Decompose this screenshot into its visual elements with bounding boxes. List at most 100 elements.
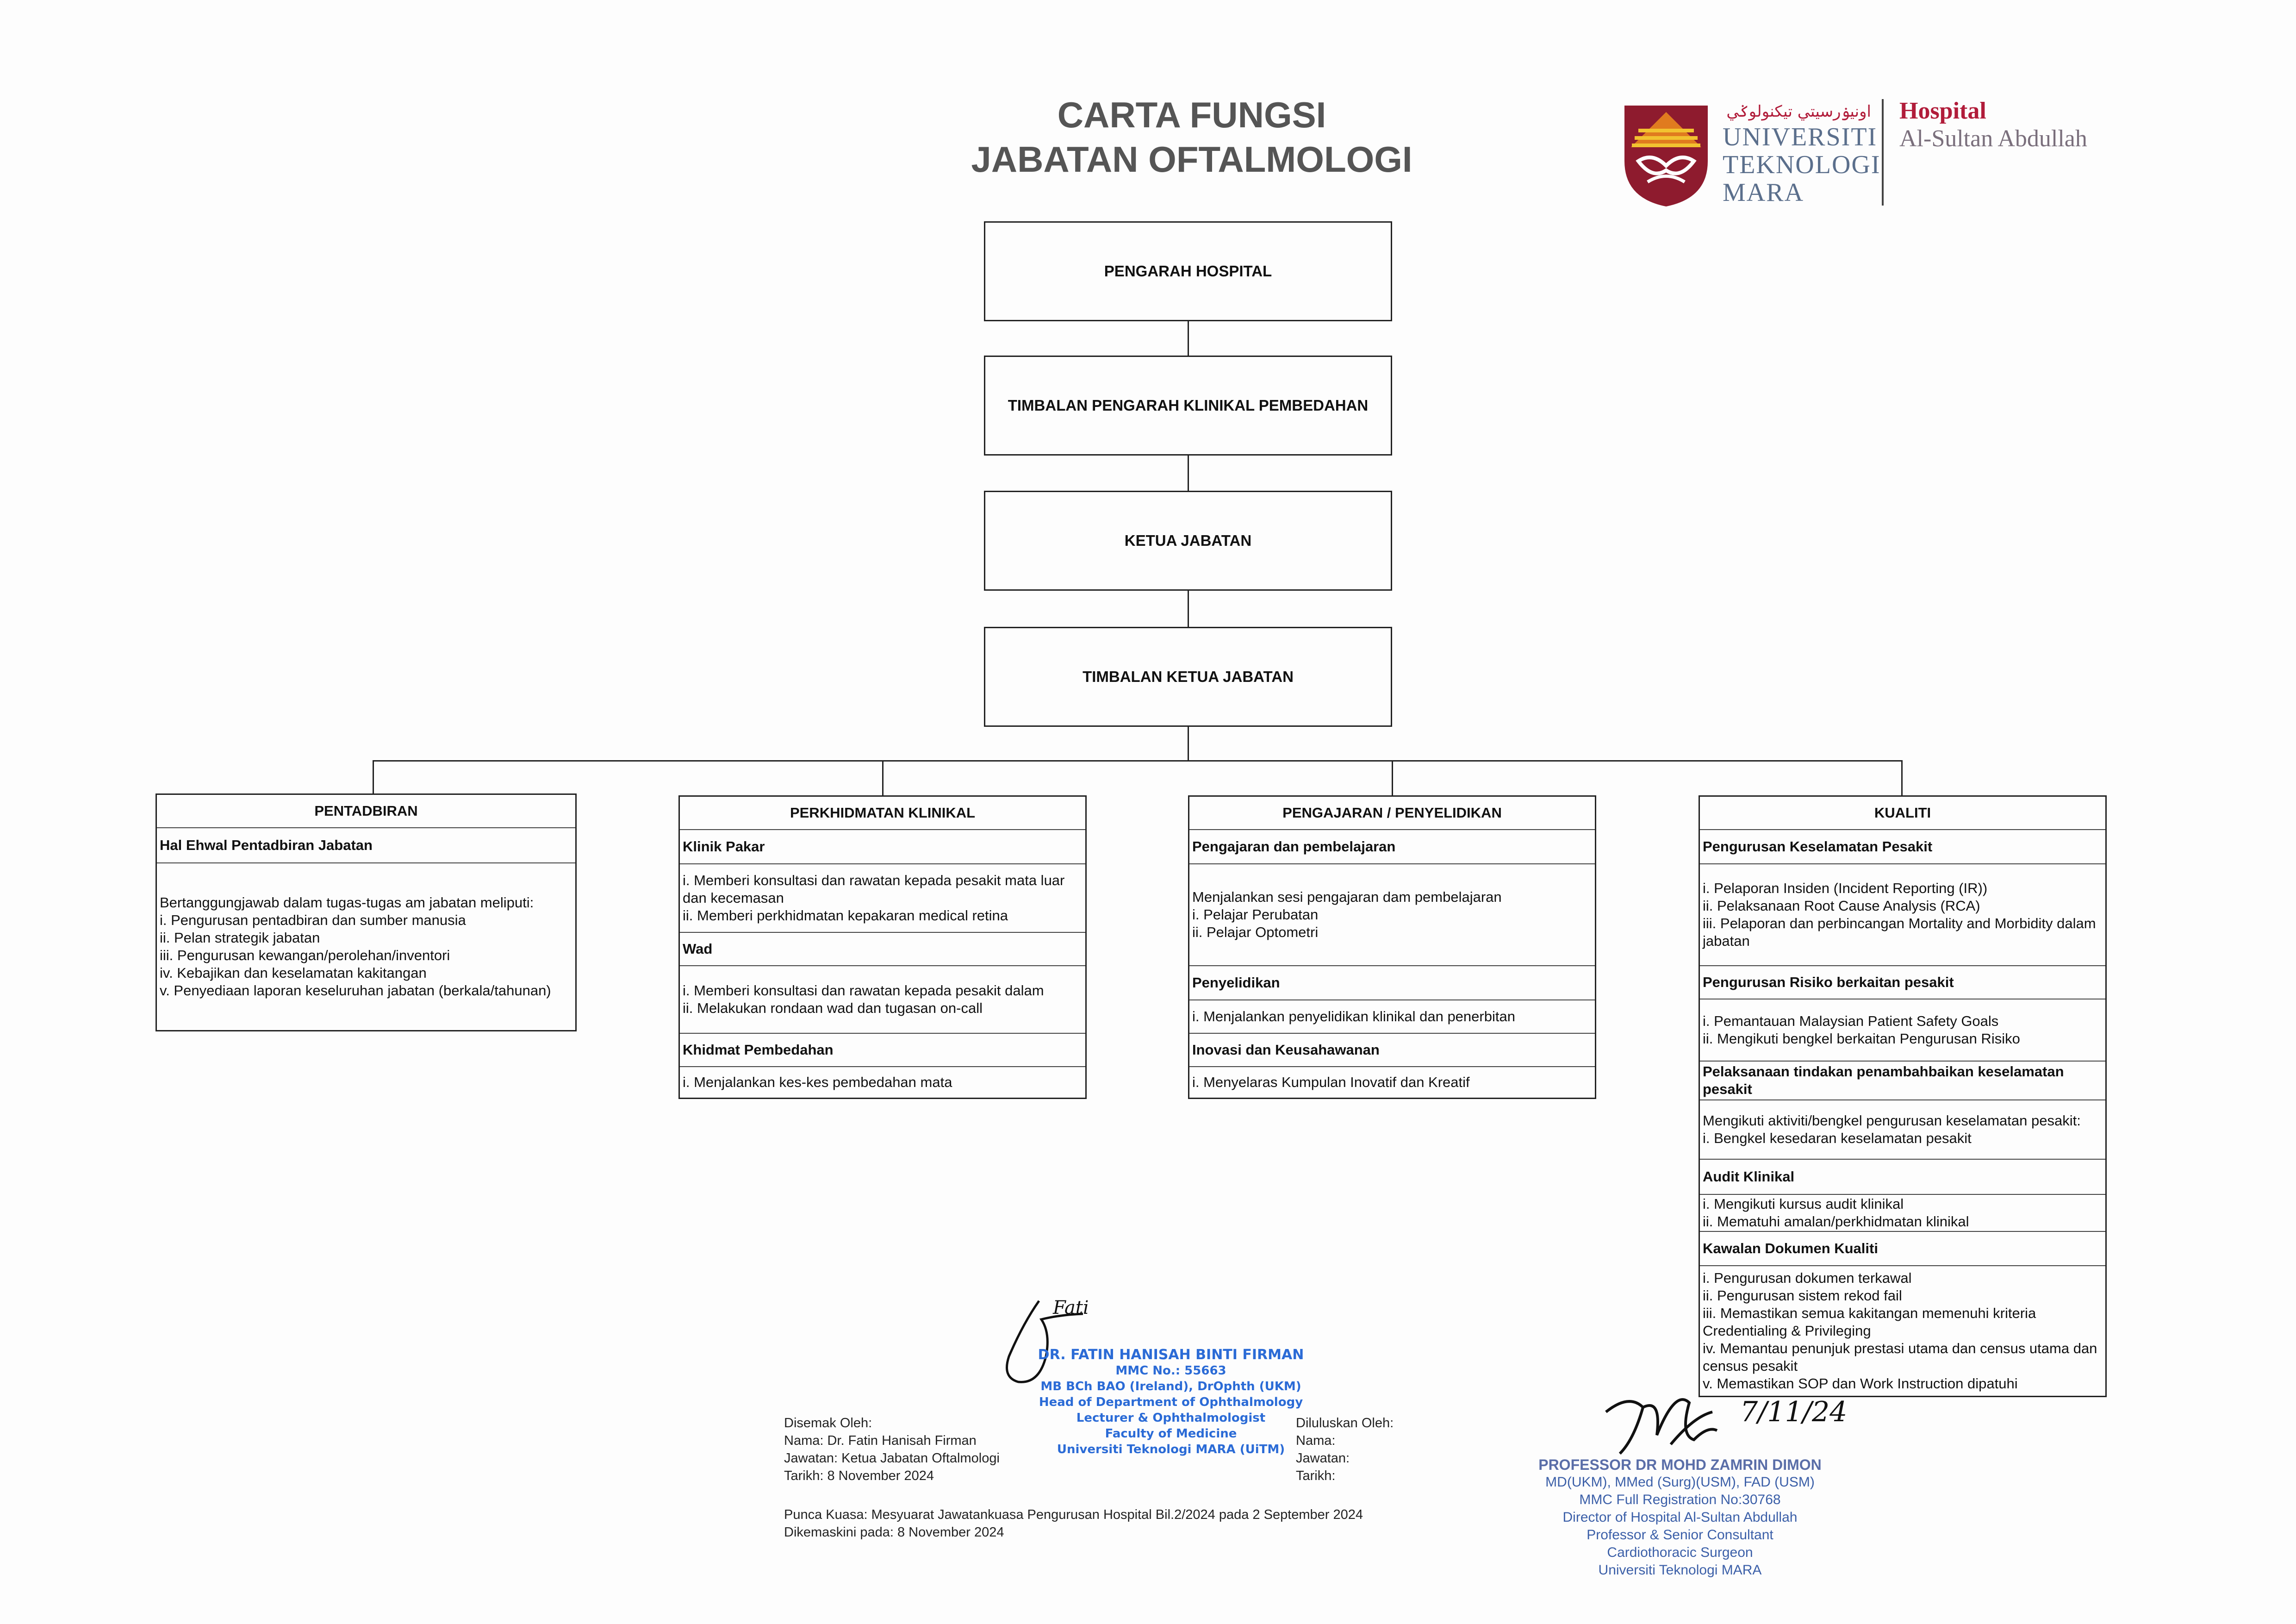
column-perkhidmatan-klinikal: PERKHIDMATAN KLINIKAL Klinik Pakar i. Me… [678, 795, 1087, 1099]
list-item: i. Menjalankan kes-kes pembedahan mata [683, 1074, 952, 1090]
column-title: PERKHIDMATAN KLINIKAL [680, 797, 1085, 830]
connector-line [373, 760, 374, 793]
stamp-line: Universiti Teknologi MARA [1598, 1562, 1762, 1578]
diluluskan-tarikh: Tarikh: [1296, 1468, 1336, 1483]
list-item: Menjalankan sesi pengajaran dam pembelaj… [1192, 889, 1502, 905]
list-item: iv. Memantau penunjuk prestasi utama dan… [1703, 1340, 2102, 1374]
stamp-line: Faculty of Medicine [1105, 1427, 1237, 1441]
list-item: ii. Pengurusan sistem rekod fail [1703, 1287, 1902, 1304]
list-item: Mengikuti aktiviti/bengkel pengurusan ke… [1703, 1112, 2081, 1129]
stamp-pengarah: PROFESSOR DR MOHD ZAMRIN DIMON MD(UKM), … [1495, 1456, 1865, 1579]
section-title: Pelaksanaan tindakan penambahbaikan kese… [1700, 1062, 2105, 1100]
section-title: Pengurusan Keselamatan Pesakit [1700, 830, 2105, 864]
page-title: CARTA FUNGSI JABATAN OFTALMOLOGI [902, 93, 1481, 181]
section-title: Khidmat Pembedahan [680, 1034, 1085, 1067]
list-item: v. Penyediaan laporan keseluruhan jabata… [160, 982, 551, 999]
disemak-tarikh: Tarikh: 8 November 2024 [784, 1468, 934, 1483]
stamp-line: MD(UKM), MMed (Surg)(USM), FAD (USM) [1545, 1474, 1815, 1490]
stamp-line: MMC No.: 55663 [1115, 1364, 1226, 1378]
list-item: i. Bengkel kesedaran keselamatan pesakit [1703, 1130, 1972, 1146]
logo-universiti: UNIVERSITI [1723, 123, 1878, 151]
signature-date: 7/11/24 [1740, 1396, 1847, 1428]
section-title: Kawalan Dokumen Kualiti [1700, 1232, 2105, 1266]
box-ketua-jabatan: KETUA JABATAN [984, 491, 1392, 591]
list-item: iii. Pengurusan kewangan/perolehan/inven… [160, 947, 450, 963]
list-item: i. Pengurusan pentadbiran dan sumber man… [160, 912, 466, 928]
stamp-line: Head of Department of Ophthalmology [1039, 1395, 1303, 1409]
box-timbalan-pengarah: TIMBALAN PENGARAH KLINIKAL PEMBEDAHAN [984, 356, 1392, 456]
stamp-line: Lecturer & Ophthalmologist [1076, 1411, 1266, 1425]
connector-line [1901, 760, 1903, 795]
section-title: Hal Ehwal Pentadbiran Jabatan [157, 828, 575, 863]
stamp-ketua-jabatan: DR. FATIN HANISAH BINTI FIRMAN MMC No.: … [1027, 1347, 1314, 1457]
list-item: i. Memberi konsultasi dan rawatan kepada… [683, 982, 1044, 999]
column-pentadbiran: PENTADBIRAN Hal Ehwal Pentadbiran Jabata… [156, 793, 577, 1031]
logo-divider [1882, 99, 1884, 206]
section-body: Mengikuti aktiviti/bengkel pengurusan ke… [1700, 1100, 2105, 1160]
section-body: i. Pengurusan dokumen terkawal ii. Pengu… [1700, 1266, 2105, 1396]
connector-line [1188, 727, 1189, 760]
stamp-line: Professor & Senior Consultant [1587, 1527, 1773, 1543]
column-title: PENGAJARAN / PENYELIDIKAN [1189, 797, 1595, 830]
list-item: iv. Kebajikan dan keselamatan kakitangan [160, 965, 427, 981]
column-pengajaran-penyelidikan: PENGAJARAN / PENYELIDIKAN Pengajaran dan… [1188, 795, 1596, 1099]
list-item: i. Menjalankan penyelidikan klinikal dan… [1192, 1008, 1515, 1024]
uitm-emblem-icon [1624, 106, 1708, 206]
column-kualiti: KUALITI Pengurusan Keselamatan Pesakit i… [1699, 795, 2107, 1397]
list-item: i. Menyelaras Kumpulan Inovatif dan Krea… [1192, 1074, 1470, 1090]
section-body: Menjalankan sesi pengajaran dam pembelaj… [1189, 864, 1595, 966]
page-title-line2: JABATAN OFTALMOLOGI [971, 139, 1412, 180]
section-body: i. Pemantauan Malaysian Patient Safety G… [1700, 999, 2105, 1062]
section-body: Bertanggungjawab dalam tugas-tugas am ja… [157, 863, 575, 1030]
connector-line [882, 760, 884, 795]
section-body: i. Menjalankan kes-kes pembedahan mata [680, 1067, 1085, 1098]
diluluskan-heading: Diluluskan Oleh: [1296, 1416, 1394, 1430]
list-item: i. Pengurusan dokumen terkawal [1703, 1270, 1912, 1286]
page-title-line1: CARTA FUNGSI [1057, 94, 1326, 135]
connector-line [1188, 456, 1189, 491]
signature-fatin: Fatin [1006, 1297, 1088, 1383]
connector-line [1188, 321, 1189, 356]
list-item: ii. Melakukan rondaan wad dan tugasan on… [683, 1000, 983, 1016]
connector-line [1188, 591, 1189, 627]
logo-arabic-text: اونيۏرسيتي تيكنولوݢي مارا [1724, 102, 1871, 121]
list-item: ii. Mengikuti bengkel berkaitan Pengurus… [1703, 1031, 2020, 1047]
signature-text: Fatin [1052, 1297, 1088, 1318]
uitm-wordmark: UNIVERSITI TEKNOLOGI MARA [1723, 123, 1879, 207]
stamp-line: DR. FATIN HANISAH BINTI FIRMAN [1038, 1347, 1304, 1363]
list-item: v. Memastikan SOP dan Work Instruction d… [1703, 1375, 2018, 1392]
list-item: i. Pemantauan Malaysian Patient Safety G… [1703, 1013, 1999, 1029]
diluluskan-jawatan: Jawatan: [1296, 1451, 1350, 1466]
stamp-line: PROFESSOR DR MOHD ZAMRIN DIMON [1538, 1456, 1822, 1473]
list-item: ii. Pelaksanaan Root Cause Analysis (RCA… [1703, 898, 1980, 914]
section-title: Inovasi dan Keusahawanan [1189, 1034, 1595, 1067]
signature-zamrin: 7/11/24 [1605, 1396, 1847, 1455]
stamp-line: Universiti Teknologi MARA (UiTM) [1057, 1443, 1285, 1456]
uitm-arabic-wordmark: اونيۏرسيتي تيكنولوݢي مارا [1724, 102, 1871, 121]
section-title: Klinik Pakar [680, 830, 1085, 864]
branch-line [373, 760, 1903, 762]
column-title: KUALITI [1700, 797, 2105, 830]
logo-hospital-name: Al-Sultan Abdullah [1899, 125, 2087, 152]
diluluskan-nama: Nama: [1296, 1433, 1336, 1448]
section-body: i. Memberi konsultasi dan rawatan kepada… [680, 966, 1085, 1034]
stamp-line: Cardiothoracic Surgeon [1607, 1545, 1753, 1560]
dikemaskini: Dikemaskini pada: 8 November 2024 [784, 1525, 1004, 1540]
section-title: Pengajaran dan pembelajaran [1189, 830, 1595, 864]
section-title: Pengurusan Risiko berkaitan pesakit [1700, 966, 2105, 999]
section-body: i. Pelaporan Insiden (Incident Reporting… [1700, 864, 2105, 966]
section-title: Audit Klinikal [1700, 1160, 2105, 1195]
section-body: i. Menjalankan penyelidikan klinikal dan… [1189, 1000, 1595, 1034]
footer-notes: Punca Kuasa: Mesyuarat Jawatankuasa Peng… [784, 1506, 1571, 1541]
section-body: i. Memberi konsultasi dan rawatan kepada… [680, 864, 1085, 933]
list-item: ii. Memberi perkhidmatan kepakaran medic… [683, 907, 1008, 924]
column-title: PENTADBIRAN [157, 795, 575, 828]
diluluskan-block: Diluluskan Oleh: Nama: Jawatan: Tarikh: [1296, 1414, 1435, 1485]
list-item: ii. Pelan strategik jabatan [160, 930, 320, 946]
list-item: i. Pelaporan Insiden (Incident Reporting… [1703, 880, 1988, 896]
list-item: i. Pelajar Perubatan [1192, 906, 1319, 923]
list-item: iii. Pelaporan dan perbincangan Mortalit… [1703, 915, 2100, 949]
section-body: i. Mengikuti kursus audit klinikal ii. M… [1700, 1195, 2105, 1232]
disemak-heading: Disemak Oleh: [784, 1416, 872, 1430]
stamp-line: MB BCh BAO (Ireland), DrOphth (UKM) [1040, 1380, 1301, 1393]
